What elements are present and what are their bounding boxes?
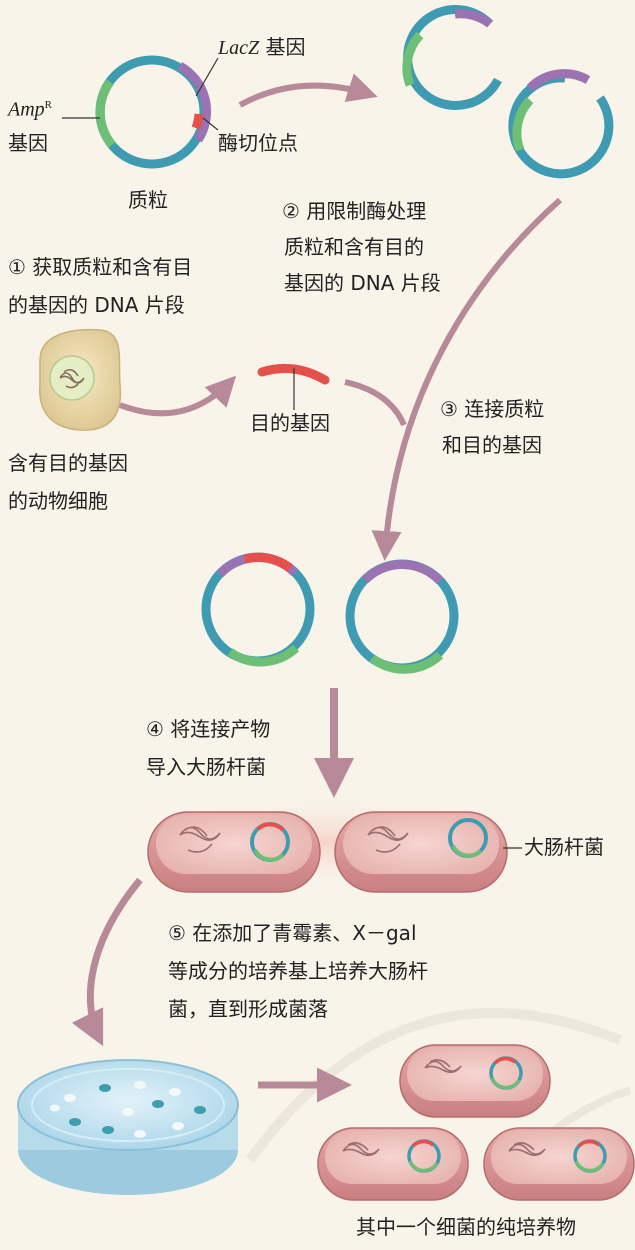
step3-line2: 和目的基因 — [442, 433, 542, 457]
step5-line1: ⑤ 在添加了青霉素、X－gal — [168, 921, 417, 945]
cut-site-leader-line — [202, 117, 219, 131]
recombinant-plasmid-1 — [201, 552, 315, 667]
amp-gene-suffix: 基因 — [8, 131, 48, 155]
step3-line1: ③ 连接质粒 — [440, 397, 545, 421]
background-swoosh — [245, 1007, 622, 1163]
bacterium-1 — [147, 811, 321, 893]
ecoli-label: 大肠杆菌 — [524, 835, 604, 859]
arrow-step5 — [71, 877, 143, 1047]
cut-site-label: 酶切位点 — [218, 131, 298, 155]
dna-tangle-icon — [179, 826, 221, 853]
step5-line2: 等成分的培养基上培养大肠杆 — [168, 959, 428, 983]
amp-italic: Amp — [8, 98, 45, 121]
lacz-leader-line — [195, 57, 219, 97]
petri-dish — [17, 1059, 239, 1195]
cut-plasmid-2 — [508, 69, 614, 179]
step2-line2: 质粒和含有目的 — [284, 235, 424, 259]
amp-superscript: R — [44, 99, 53, 111]
plasmid-original — [95, 55, 212, 169]
cut-plasmid-1 — [402, 5, 502, 110]
pure-culture-bacterium-left — [317, 1127, 469, 1201]
pure-culture-bacterium-top — [399, 1044, 551, 1118]
arrow-step3-main — [371, 197, 562, 561]
dna-tangle-icon — [342, 1142, 380, 1157]
animal-cell — [39, 328, 122, 431]
lacz-gene-label: LacZ 基因 — [218, 32, 305, 63]
lacz-suffix: 基因 — [259, 35, 306, 59]
dna-tangle-icon — [424, 1059, 462, 1074]
plasmid-label: 质粒 — [128, 188, 168, 212]
step4-line2: 导入大肠杆菌 — [146, 755, 266, 779]
target-gene-label: 目的基因 — [250, 411, 330, 435]
animal-cell-label-1: 含有目的基因 — [8, 451, 128, 475]
step2-line3: 基因的 DNA 片段 — [284, 271, 441, 295]
pure-culture-label: 其中一个细菌的纯培养物 — [356, 1215, 576, 1239]
animal-cell-label-2: 的动物细胞 — [8, 489, 108, 513]
recombinant-plasmid-2 — [345, 559, 459, 674]
amp-gene-label: AmpR — [8, 90, 52, 125]
bacterium-2 — [334, 811, 508, 893]
arrow-step2 — [238, 73, 378, 108]
step1-line2: 的基因的 DNA 片段 — [8, 293, 185, 317]
step4-line1: ④ 将连接产物 — [146, 717, 271, 741]
dna-tangle-icon — [367, 826, 409, 853]
lacz-italic: LacZ — [218, 37, 260, 59]
step2-line1: ② 用限制酶处理 — [282, 199, 427, 223]
chromatin-icon — [59, 368, 85, 389]
step1-line1: ① 获取质粒和含有目 — [8, 255, 193, 279]
pure-culture-bacterium-right — [483, 1127, 635, 1201]
step5-line3: 菌，直到形成菌落 — [168, 997, 328, 1021]
dna-tangle-icon — [508, 1142, 546, 1157]
colonies — [50, 1081, 206, 1138]
arrow-cell-to-gene — [118, 375, 237, 417]
arrow-step3-branch — [344, 379, 407, 427]
